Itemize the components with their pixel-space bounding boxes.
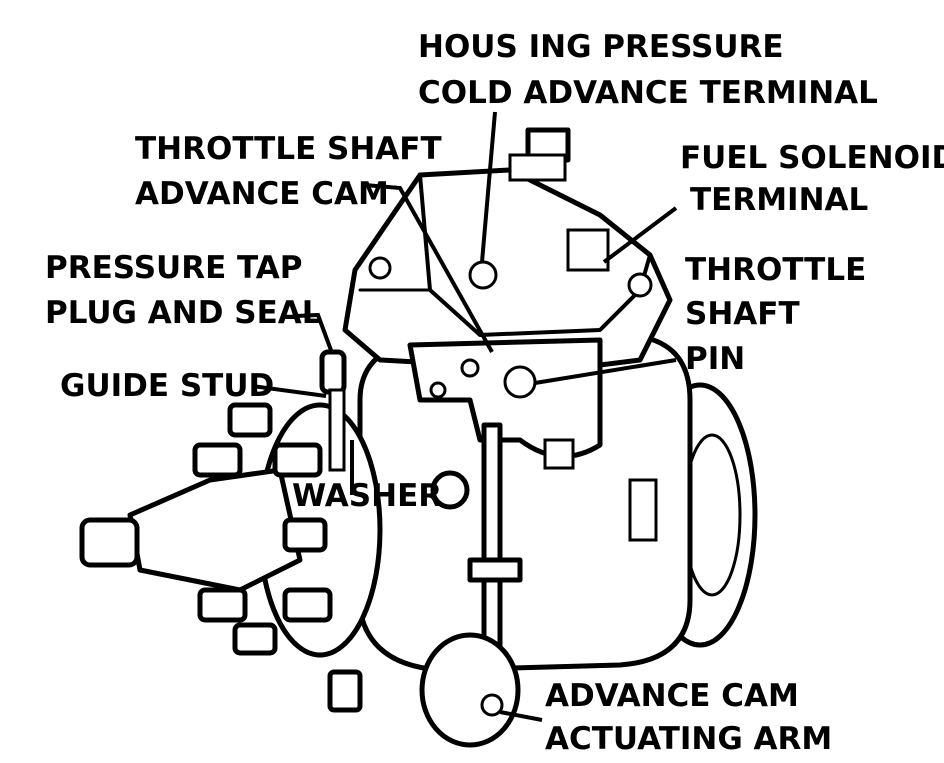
throttle-shaft-pin-hub (503, 365, 537, 399)
label-line: GUIDE STUD (60, 368, 274, 404)
label-line: THROTTLE SHAFT (135, 131, 442, 167)
cover-bolt (627, 272, 653, 298)
housing-pressure-terminal (468, 260, 498, 290)
label-line: SHAFT (685, 296, 800, 332)
label-line: HOUS ING PRESSURE (418, 29, 784, 65)
label-line: ADVANCE CAM (545, 678, 799, 714)
label-washer: WASHER (292, 478, 442, 514)
top-cover (342, 167, 673, 373)
center-plug (430, 470, 470, 510)
cover-bolt (368, 256, 392, 280)
label-line: TERMINAL (690, 182, 868, 218)
head-nut (79, 517, 140, 568)
label-housing-pressure: HOUS ING PRESSURE COLD ADVANCE TERMINAL (418, 29, 878, 111)
label-fuel-solenoid-terminal: FUEL SOLENOID TERMINAL (680, 140, 944, 218)
label-throttle-shaft-pin: THROTTLE SHAFT PIN (685, 252, 866, 377)
label-line: WASHER (292, 478, 442, 514)
pressure-tap-plug (319, 349, 347, 395)
label-guide-stud: GUIDE STUD (60, 368, 274, 404)
label-throttle-shaft-advance-cam: THROTTLE SHAFT ADVANCE CAM (135, 131, 442, 212)
label-line: ACTUATING ARM (545, 721, 832, 757)
label-pressure-tap-plug: PRESSURE TAP PLUG AND SEAL (45, 250, 322, 331)
distributor-head (127, 467, 303, 593)
label-line: PLUG AND SEAL (45, 295, 322, 331)
label-line: THROTTLE (685, 252, 866, 288)
leader-lines (251, 111, 678, 722)
pump-illustration (79, 127, 758, 748)
label-line: ADVANCE CAM (135, 176, 389, 212)
label-line: PIN (685, 341, 745, 377)
label-line: PRESSURE TAP (45, 250, 303, 286)
fuel-solenoid-terminal-block (566, 228, 610, 272)
label-line: COLD ADVANCE TERMINAL (418, 75, 878, 111)
advance-cam-housing (419, 632, 521, 748)
label-advance-cam-actuating-arm: ADVANCE CAM ACTUATING ARM (545, 678, 832, 757)
label-line: FUEL SOLENOID (680, 140, 944, 176)
